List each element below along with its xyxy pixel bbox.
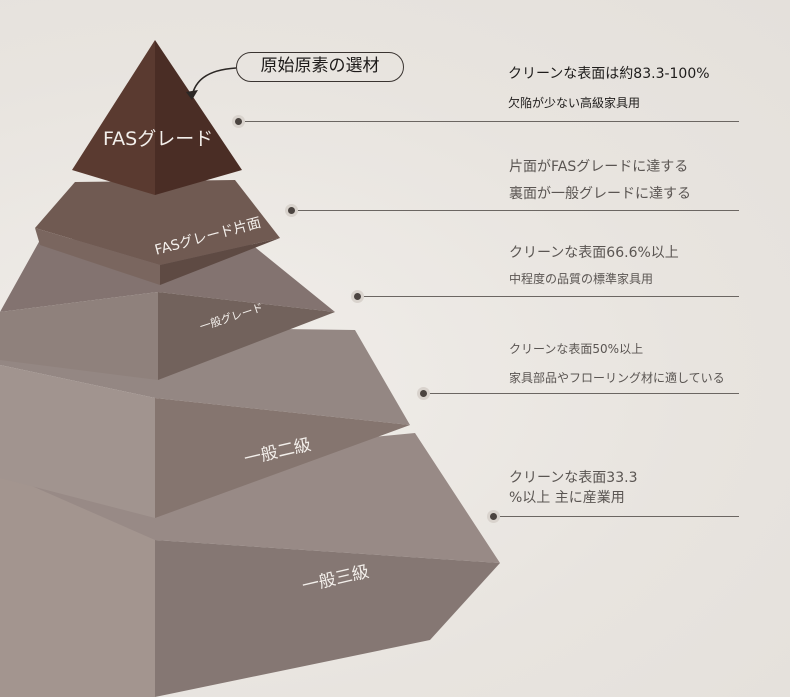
tier-1-desc-line2: 欠陥が少ない高級家具用 [508,96,641,110]
tier-5-desc-line2: %以上 主に産業用 [509,490,625,506]
tier-5-leader [494,516,739,517]
tier-1-desc-line1: クリーンな表面は約83.3-100% [508,66,710,82]
tier-2-leader [292,210,739,211]
tier-2-marker [285,204,298,217]
tier-3-left [0,292,158,380]
tier-5-marker [487,510,500,523]
tier-5-desc-line1: クリーンな表面33.3 [509,470,638,486]
tier-4-right [155,398,410,518]
callout-arrow [191,67,237,97]
tier-2-right [160,238,280,285]
tier-3-desc-line2: 中程度の品質の標準家具用 [509,272,654,286]
tier-1-left [72,40,155,195]
tier-1-marker [232,115,245,128]
tier-3-right [158,292,335,380]
tier-5-right [155,540,500,697]
tier-4-desc-line2: 家具部品やフローリング材に適している [509,371,725,385]
tier-4-leader [424,393,739,394]
callout-raw-material: 原始原素の選材 [236,52,404,82]
tier-3-desc-line1: クリーンな表面66.6%以上 [509,245,679,261]
callout-arrowhead [186,90,198,100]
tier-4-marker [417,387,430,400]
tier-5-left [0,472,155,697]
tier-2-desc-line1: 片面がFASグレードに達する [509,159,689,175]
tier-1-leader [240,121,739,122]
tier-3-marker [351,290,364,303]
tier-1-right [155,40,242,195]
tier-2-desc-line2: 裏面が一般グレードに達する [509,186,691,202]
tier-4-desc-line1: クリーンな表面50%以上 [509,342,644,356]
tier-2-left [35,228,160,285]
tier-4-left [0,365,155,518]
tier-2-top [35,180,280,265]
tier-3-leader [358,296,739,297]
tier-1-label: FASグレード [103,128,214,150]
